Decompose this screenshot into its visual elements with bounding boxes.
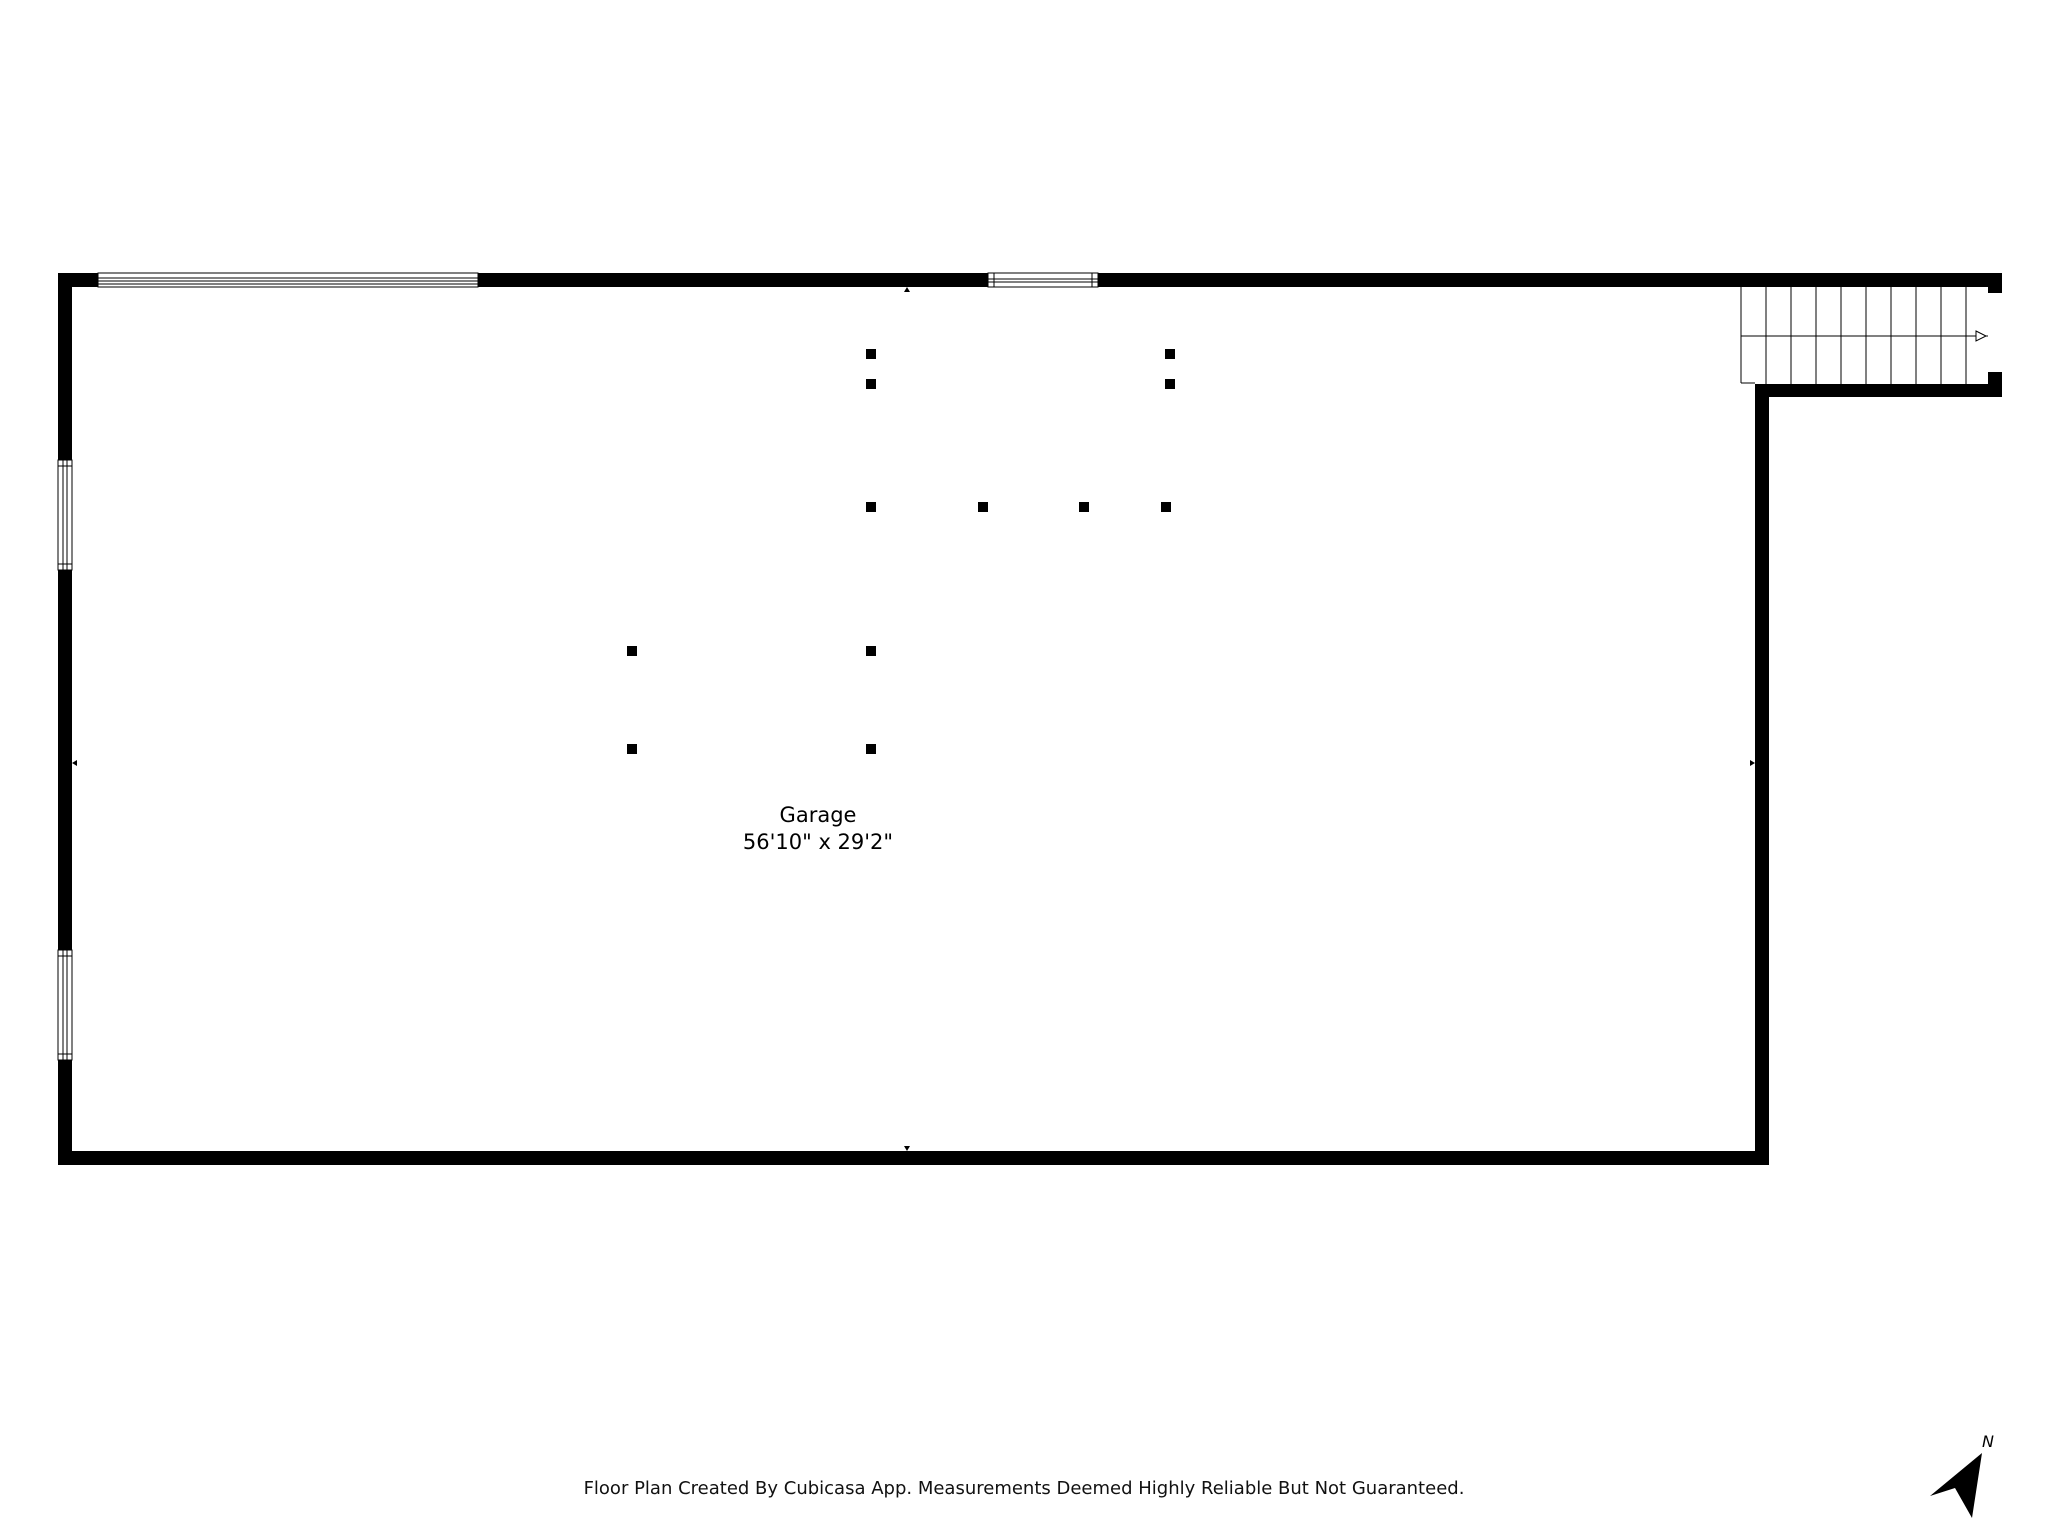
post [866, 379, 876, 389]
wall-bottom [58, 1151, 1769, 1165]
window-left-upper [57, 459, 73, 571]
room-dimensions: 56'10" x 29'2" [743, 830, 893, 854]
dimension-markers [72, 287, 1755, 1151]
footer-disclaimer: Floor Plan Created By Cubicasa App. Meas… [583, 1478, 1465, 1499]
compass-label: N [1982, 1432, 1994, 1451]
wall-stair-end-top [1988, 273, 2002, 293]
staircase [1740, 287, 1988, 384]
post [1079, 502, 1089, 512]
post [866, 349, 876, 359]
exterior-walls [58, 273, 2002, 1165]
post [866, 744, 876, 754]
marker-left-icon [72, 760, 77, 766]
post [627, 646, 637, 656]
post [1161, 502, 1171, 512]
support-posts [627, 349, 1175, 754]
post [1165, 379, 1175, 389]
north-compass-icon: N [1930, 1432, 1994, 1518]
post [1165, 349, 1175, 359]
window-top-left [97, 272, 479, 288]
marker-top-icon [904, 287, 910, 292]
marker-bottom-icon [904, 1146, 910, 1151]
post [866, 502, 876, 512]
window-top-middle [987, 272, 1099, 288]
room-name: Garage [780, 803, 857, 827]
stair-direction-arrow-icon [1975, 330, 1988, 342]
post [627, 744, 637, 754]
wall-right [1755, 384, 1769, 1165]
marker-right-icon [1750, 760, 1755, 766]
wall-stair-bottom [1755, 384, 2002, 397]
wall-stair-end-bottom [1988, 372, 2002, 397]
post [978, 502, 988, 512]
window-left-lower [57, 949, 73, 1061]
post [866, 646, 876, 656]
